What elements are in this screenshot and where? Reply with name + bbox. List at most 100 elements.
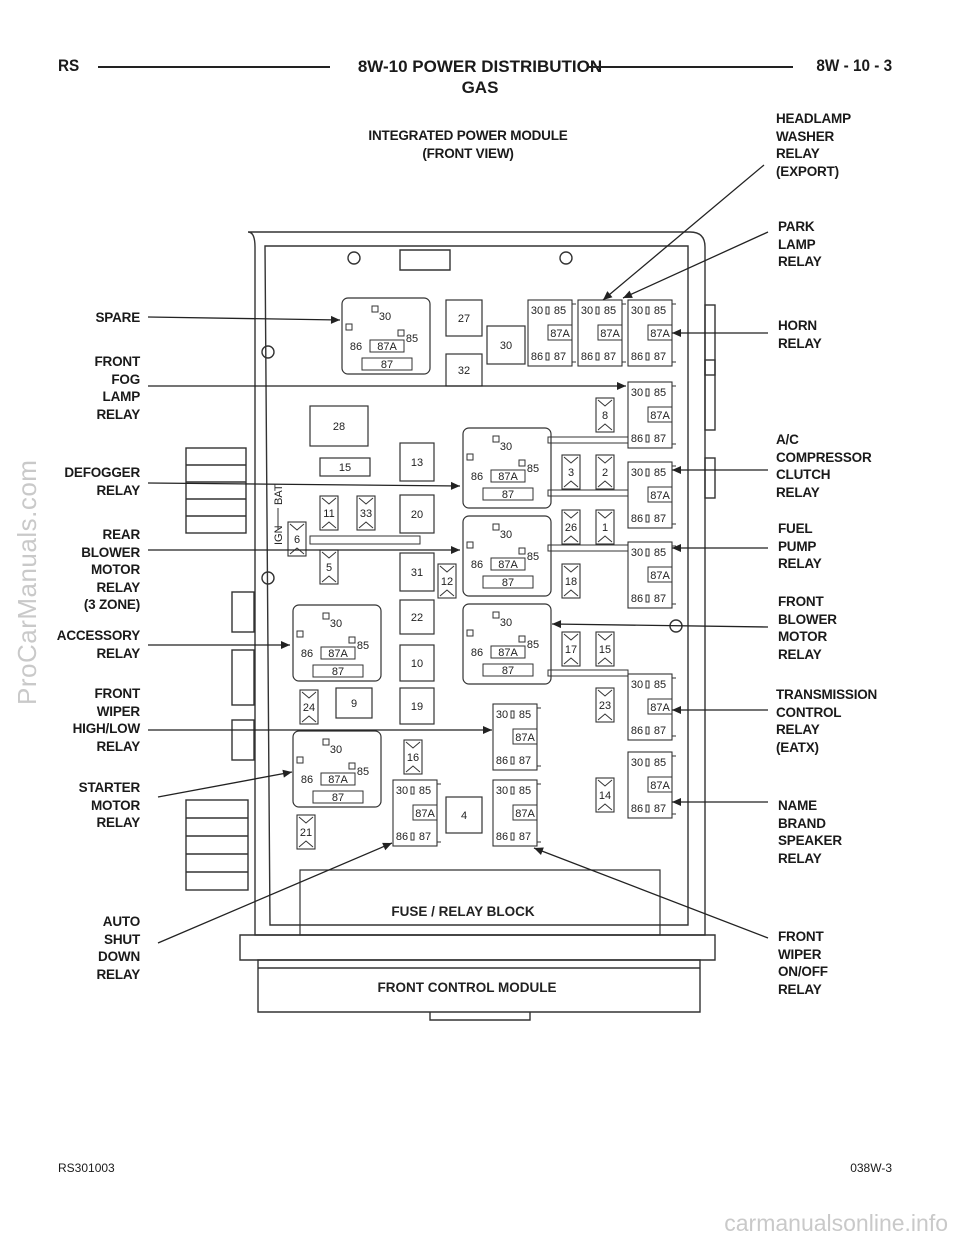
callout-ac-compressor-clutch-relay: A/C COMPRESSOR CLUTCH RELAY (776, 432, 872, 500)
fuse-label: 14 (599, 790, 611, 802)
callout-fuel-pump-relay: FUEL PUMP RELAY (778, 521, 822, 571)
callout-rear-blower-motor-relay: REAR BLOWER MOTOR RELAY (3 ZONE) (81, 527, 140, 612)
pin-85: 85 (527, 463, 539, 475)
callout-front-blower-motor-relay: FRONT BLOWER MOTOR RELAY (778, 594, 837, 662)
side-tab (704, 457, 716, 499)
pin-30: 30 (631, 547, 643, 559)
fuse-body (399, 494, 435, 534)
pin-87: 87 (654, 725, 666, 737)
pin-86: 86 (631, 593, 643, 605)
pin-slot (545, 352, 550, 361)
fuse-mark (301, 691, 317, 723)
fuse-bar (547, 544, 629, 552)
pin-85: 85 (406, 333, 418, 345)
header-title-line1: 8W-10 POWER DISTRIBUTION (357, 57, 603, 76)
fuse-8: 8 (595, 397, 615, 433)
header-page-number: 8W - 10 - 3 (816, 56, 892, 75)
fuse-body (437, 563, 457, 599)
pin-slot (510, 786, 515, 795)
fuse-label: 26 (565, 522, 577, 534)
pin-30: 30 (631, 679, 643, 691)
pin-30: 30 (330, 618, 342, 630)
side-connector (185, 447, 247, 534)
arrowhead (623, 290, 633, 298)
pin-87: 87 (502, 665, 514, 677)
mounting-boss (261, 345, 275, 359)
leader-headlamp-washer (602, 164, 765, 301)
pin-mark (322, 612, 330, 620)
arrowhead (282, 769, 292, 778)
fuse-body (399, 552, 435, 592)
pin-slot (645, 680, 650, 689)
pin-87a-box (647, 486, 673, 503)
fuse-label: 27 (458, 313, 470, 325)
pin-mark (518, 459, 526, 467)
leader-park-lamp (622, 231, 769, 299)
fuse-28: 28 (309, 405, 369, 447)
pin-30: 30 (631, 467, 643, 479)
pin-slot (595, 352, 600, 361)
front-control-module-label: FRONT CONTROL MODULE (378, 980, 557, 995)
fuse-label: 28 (333, 421, 345, 433)
relay-body (292, 604, 382, 682)
pin-87-box (312, 790, 364, 804)
ign-label: IGN (273, 525, 285, 545)
pin-85: 85 (519, 709, 531, 721)
pin-mark (371, 305, 379, 313)
pin-87-box (312, 664, 364, 678)
fuse-body (399, 599, 435, 635)
pin-86: 86 (631, 513, 643, 525)
fuse-mark (439, 565, 455, 597)
pin-86: 86 (301, 774, 313, 786)
pin-87a: 87A (498, 559, 518, 571)
arrowhead (552, 620, 562, 629)
fuse-17: 17 (561, 631, 581, 667)
pin-87a: 87A (328, 648, 348, 660)
pin-slot (645, 514, 650, 523)
pin-87: 87 (381, 359, 393, 371)
fuse-label: 32 (458, 365, 470, 377)
pin-slot (645, 352, 650, 361)
pin-87a-box (320, 772, 356, 786)
pin-86: 86 (471, 559, 483, 571)
fuse-label: 12 (441, 576, 453, 588)
pin-87a: 87A (650, 702, 670, 714)
pin-87a: 87A (600, 328, 620, 340)
pin-slot (410, 832, 415, 841)
leader-accessory (148, 641, 290, 649)
pin-mark (348, 762, 356, 770)
fuse-32: 32 (445, 353, 483, 387)
pin-87a: 87A (515, 732, 535, 744)
callout-starter-motor-relay: STARTER MOTOR RELAY (78, 780, 141, 830)
fuse-body (561, 631, 581, 667)
pin-85: 85 (357, 640, 369, 652)
pin-85: 85 (654, 305, 666, 317)
pin-87: 87 (502, 577, 514, 589)
fuse-label: 8 (602, 410, 608, 422)
header-rule-right (588, 66, 793, 68)
pin-slot (645, 548, 650, 557)
pin-slot (510, 710, 515, 719)
fuse-27: 27 (445, 299, 483, 337)
fuse-mark (405, 741, 421, 773)
leader-line (157, 842, 393, 944)
pin-mark (296, 630, 304, 638)
footer-figure-code: 038W-3 (850, 1161, 892, 1175)
fuse-label: 16 (407, 752, 419, 764)
pin-mark (492, 611, 500, 619)
top-latch (399, 249, 451, 271)
module-title: INTEGRATED POWER MODULE (FRONT VIEW) (368, 128, 568, 161)
callout-leader-lines (147, 164, 769, 944)
pin-87a-box (490, 469, 526, 483)
pin-mark (518, 635, 526, 643)
fuse-10: 10 (399, 644, 435, 682)
arrowhead (451, 546, 460, 554)
footer-figure-id: RS301003 (58, 1161, 115, 1175)
fuse-label: 17 (565, 644, 577, 656)
